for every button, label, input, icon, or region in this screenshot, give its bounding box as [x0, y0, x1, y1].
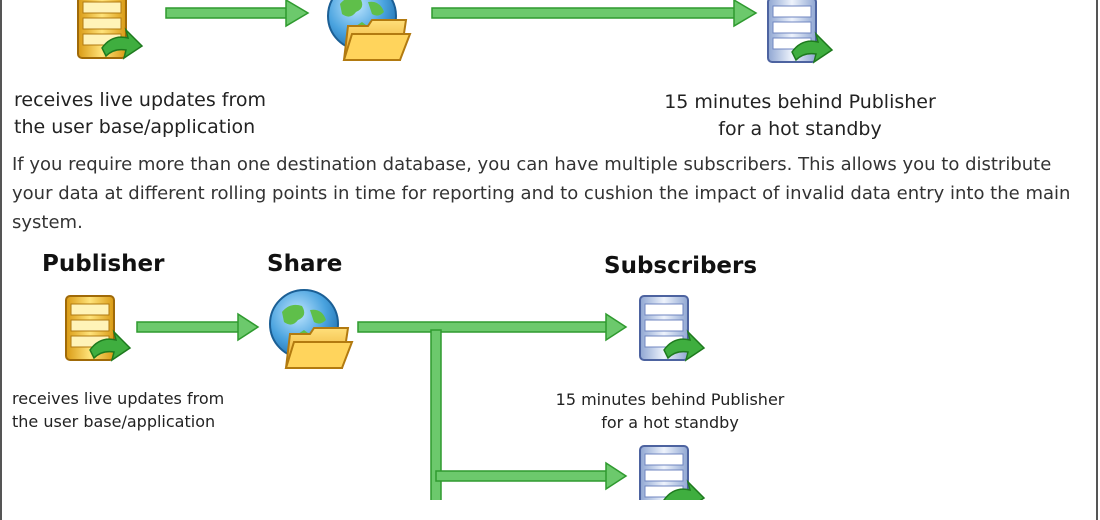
- subscriber-caption-top: 15 minutes behind Publisher for a hot st…: [620, 89, 980, 143]
- publisher-caption-line: the user base/application: [12, 412, 216, 431]
- subscriber-caption-line: for a hot standby: [601, 413, 739, 432]
- subscriber-caption-line: 15 minutes behind Publisher: [555, 390, 785, 409]
- publisher-caption: receives live updates from the user base…: [12, 387, 224, 433]
- publisher-caption-line: receives live updates from: [14, 89, 267, 111]
- subscriber-caption-line: 15 minutes behind Publisher: [664, 91, 936, 113]
- publisher-database-icon: [66, 296, 130, 360]
- arrow-share-to-subscriber-top: [431, 0, 758, 28]
- subscriber1-caption: 15 minutes behind Publisher for a hot st…: [520, 388, 820, 434]
- description-paragraph: If you require more than one destination…: [12, 154, 1071, 233]
- subscriber-database-icon: [640, 296, 704, 360]
- share-globe-folder-icon: [327, 0, 411, 61]
- arrow-publisher-to-share-top: [165, 0, 310, 28]
- publisher-heading: Publisher: [42, 251, 165, 277]
- subscriber-database-icon: [640, 446, 704, 500]
- subscriber-caption-line: for a hot standby: [718, 118, 882, 140]
- arrow-share-to-subscribers: [357, 312, 628, 500]
- share-globe-folder-icon: [269, 289, 353, 369]
- publisher-database-icon: [78, 0, 142, 58]
- replication-diagram: [0, 0, 1100, 500]
- subscriber-database-icon: [768, 0, 832, 62]
- arrow-publisher-to-share: [136, 312, 260, 342]
- publisher-caption-top: receives live updates from the user base…: [14, 87, 266, 141]
- publisher-caption-line: the user base/application: [14, 116, 256, 138]
- share-heading: Share: [267, 251, 343, 277]
- subscribers-heading: Subscribers: [604, 253, 758, 279]
- publisher-caption-line: receives live updates from: [12, 389, 225, 408]
